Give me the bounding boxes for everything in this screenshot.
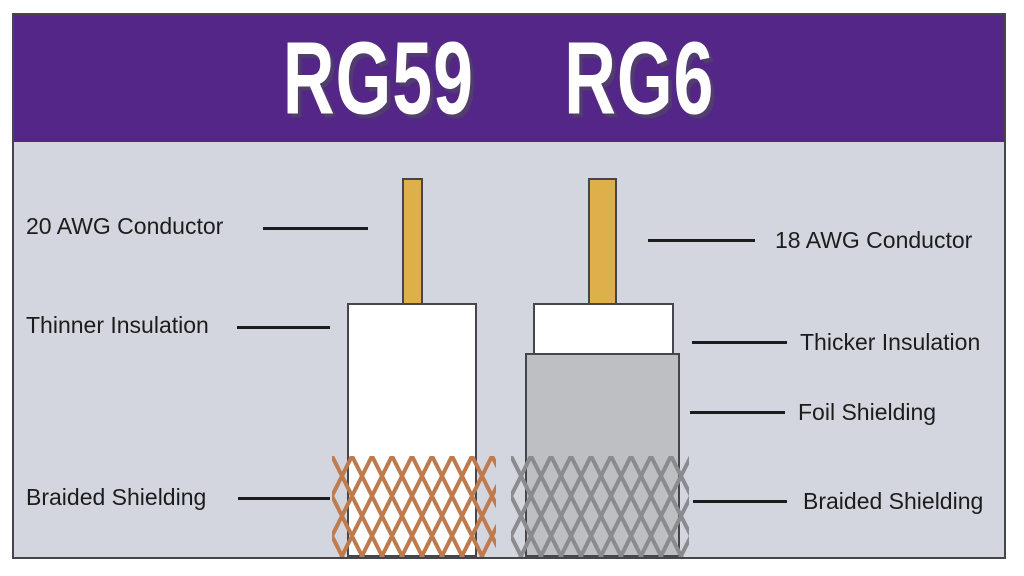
label-braided-shielding-right: Braided Shielding bbox=[803, 488, 984, 514]
leader-line-18awg-conductor bbox=[648, 239, 755, 242]
rg6-insulation bbox=[533, 303, 674, 355]
leader-line-thinner-insulation bbox=[237, 326, 330, 329]
label-braided-shielding-left: Braided Shielding bbox=[26, 484, 207, 510]
leader-line-foil-shielding bbox=[690, 411, 785, 414]
title-rg6: RG6 bbox=[564, 19, 715, 136]
rg6-braided-shielding bbox=[511, 456, 689, 557]
rg59-conductor bbox=[402, 178, 423, 307]
leader-line-thicker-insulation bbox=[692, 341, 787, 344]
leader-line-braided-shielding-right bbox=[693, 500, 787, 503]
leader-line-braided-shielding-left bbox=[238, 497, 330, 500]
rg6-conductor bbox=[588, 178, 617, 307]
page-title: RG59 RG6 bbox=[283, 18, 715, 138]
label-20awg-conductor: 20 AWG Conductor bbox=[26, 213, 224, 239]
title-banner: RG59 RG6 bbox=[14, 15, 1004, 142]
label-thinner-insulation: Thinner Insulation bbox=[26, 312, 209, 338]
label-18awg-conductor: 18 AWG Conductor bbox=[775, 227, 973, 253]
title-rg59: RG59 bbox=[283, 19, 475, 136]
leader-line-20awg-conductor bbox=[263, 227, 368, 230]
rg59-braided-shielding bbox=[332, 456, 496, 557]
infographic-frame: RG59 RG6 20 AWG Conductor Thinner Insula… bbox=[12, 13, 1006, 559]
label-foil-shielding: Foil Shielding bbox=[798, 399, 937, 425]
label-thicker-insulation: Thicker Insulation bbox=[800, 329, 981, 355]
